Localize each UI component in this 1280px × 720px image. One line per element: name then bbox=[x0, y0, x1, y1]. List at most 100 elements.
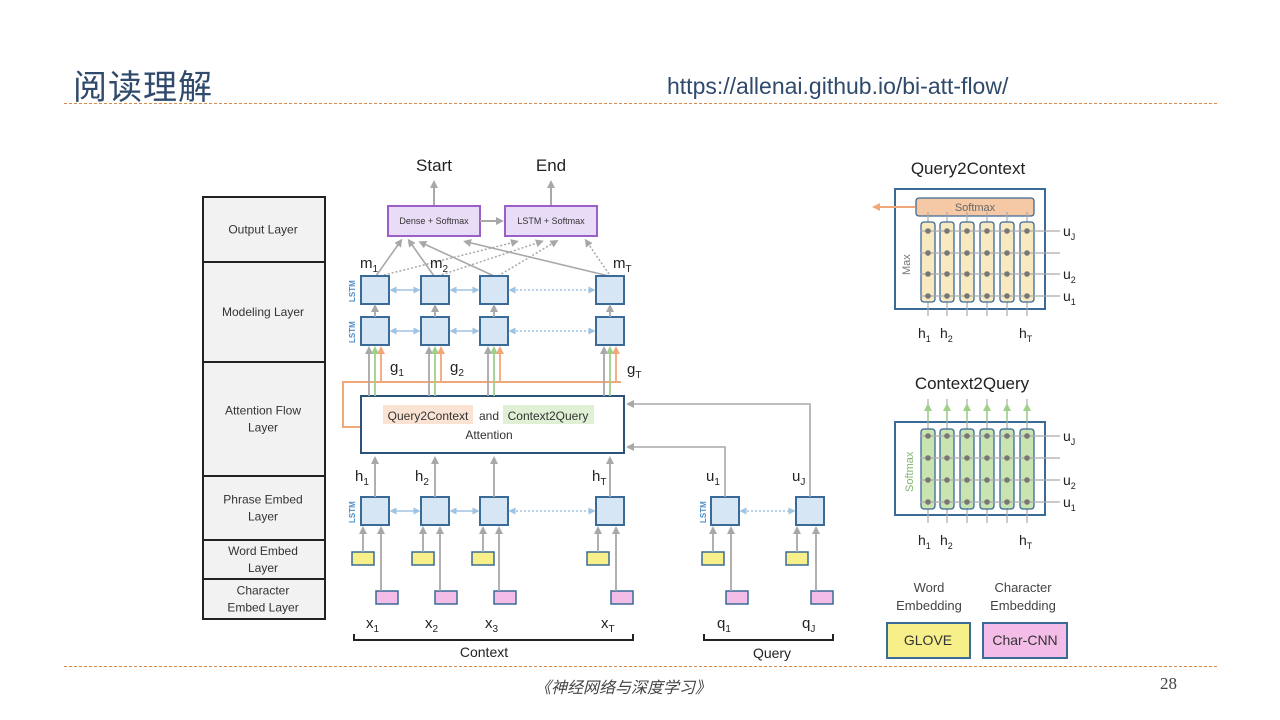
q2c-panel-title: Query2Context bbox=[911, 159, 1026, 178]
matrix-node bbox=[925, 228, 931, 234]
query-label: Query bbox=[753, 645, 791, 661]
legend-word-line1: Word bbox=[914, 580, 945, 595]
output-layer: Start End Dense + Softmax LSTM + Softmax bbox=[375, 156, 610, 277]
lstm-cell bbox=[595, 316, 625, 346]
matrix-node bbox=[964, 271, 970, 277]
panel-h-label: h2 bbox=[940, 532, 953, 551]
layer-label: Attention Flow bbox=[225, 404, 301, 418]
layer-label: Character bbox=[237, 584, 290, 598]
x-label: xT bbox=[601, 615, 615, 635]
q2c-softmax-label: Softmax bbox=[955, 202, 996, 214]
end-label: End bbox=[536, 156, 566, 175]
lstm-softmax-label: LSTM + Softmax bbox=[517, 216, 585, 226]
char-embedding-box bbox=[725, 590, 749, 605]
lstm-cell bbox=[360, 496, 390, 526]
word-embedding-box bbox=[785, 551, 809, 566]
matrix-node bbox=[944, 455, 950, 461]
matrix-node bbox=[984, 271, 990, 277]
dense-softmax-label: Dense + Softmax bbox=[399, 216, 469, 226]
q-label: q1 bbox=[717, 615, 731, 635]
attention-text: Attention bbox=[465, 428, 512, 442]
matrix-node bbox=[925, 455, 931, 461]
u-label: u1 bbox=[706, 468, 720, 488]
c2q-highlight bbox=[503, 405, 594, 424]
matrix-node bbox=[1024, 455, 1030, 461]
matrix-node bbox=[925, 499, 931, 505]
matrix-node bbox=[1004, 228, 1010, 234]
slide-url[interactable]: https://allenai.github.io/bi-att-flow/ bbox=[667, 73, 1009, 99]
start-label: Start bbox=[416, 156, 452, 175]
matrix-node bbox=[984, 250, 990, 256]
query-lstm-cell bbox=[710, 496, 740, 526]
matrix-node bbox=[964, 228, 970, 234]
matrix-column bbox=[920, 221, 936, 303]
lstm-cell bbox=[479, 275, 509, 305]
h-label: h2 bbox=[415, 468, 429, 488]
panel-h-label: hT bbox=[1019, 325, 1033, 344]
panel-h-label: h2 bbox=[940, 325, 953, 344]
char-cnn-box bbox=[982, 622, 1068, 659]
matrix-node bbox=[944, 499, 950, 505]
matrix-node bbox=[964, 293, 970, 299]
lstm-cell bbox=[479, 316, 509, 346]
matrix-node bbox=[1024, 271, 1030, 277]
matrix-node bbox=[944, 477, 950, 483]
c2q-text: Context2Query bbox=[508, 409, 589, 423]
matrix-node bbox=[925, 250, 931, 256]
matrix-column bbox=[959, 221, 975, 303]
matrix-node bbox=[964, 499, 970, 505]
matrix-node bbox=[944, 271, 950, 277]
char-cnn-label: Char-CNN bbox=[992, 632, 1057, 648]
matrix-column bbox=[1019, 221, 1035, 303]
panel-h-label: h1 bbox=[918, 325, 931, 344]
matrix-column bbox=[979, 221, 995, 303]
x-label: x2 bbox=[425, 615, 439, 635]
matrix-node bbox=[984, 293, 990, 299]
layer-label: Word Embed bbox=[228, 544, 298, 558]
h-label: h1 bbox=[355, 468, 369, 488]
c2q-panel-title: Context2Query bbox=[915, 374, 1030, 393]
matrix-column bbox=[1019, 428, 1035, 510]
q2c-text: Query2Context bbox=[388, 409, 469, 423]
m-label: m2 bbox=[430, 255, 449, 275]
layer-box bbox=[202, 475, 326, 541]
matrix-node bbox=[964, 455, 970, 461]
word-embedding-box bbox=[351, 551, 375, 566]
matrix-node bbox=[1004, 499, 1010, 505]
x-label: x3 bbox=[485, 615, 499, 635]
attention-box bbox=[360, 395, 625, 454]
c2q-softmax-label: Softmax bbox=[904, 451, 916, 492]
q-label: qJ bbox=[802, 615, 815, 635]
footer-book-title: 《神经网络与深度学习》 bbox=[535, 678, 712, 697]
u-label: uJ bbox=[792, 468, 805, 488]
lstm-cell bbox=[360, 275, 390, 305]
lstm-tag: LSTM bbox=[348, 321, 357, 343]
matrix-node bbox=[1004, 433, 1010, 439]
panel-u-label: u2 bbox=[1063, 266, 1076, 285]
matrix-column bbox=[999, 221, 1015, 303]
matrix-node bbox=[964, 250, 970, 256]
matrix-node bbox=[1004, 455, 1010, 461]
lstm-tag: LSTM bbox=[348, 501, 357, 523]
matrix-node bbox=[984, 477, 990, 483]
matrix-node bbox=[964, 433, 970, 439]
matrix-node bbox=[984, 228, 990, 234]
legend-char-line2: Embedding bbox=[990, 598, 1056, 613]
g-label: gT bbox=[627, 361, 641, 381]
m-label: mT bbox=[613, 255, 632, 275]
page-number: 28 bbox=[1160, 674, 1177, 693]
footer-divider bbox=[64, 666, 1217, 667]
panel-u-label: u1 bbox=[1063, 494, 1076, 513]
layer-box bbox=[202, 261, 326, 363]
m-label: m1 bbox=[360, 255, 379, 275]
word-embedding-box bbox=[411, 551, 435, 566]
layer-label: Phrase Embed bbox=[223, 493, 302, 507]
slide-title: 阅读理解 bbox=[73, 68, 213, 108]
panel-u-label: u1 bbox=[1063, 288, 1076, 307]
matrix-column bbox=[959, 428, 975, 510]
x-label: x1 bbox=[366, 615, 380, 635]
layer-label: Modeling Layer bbox=[222, 305, 304, 319]
layer-label: Layer bbox=[248, 421, 278, 435]
